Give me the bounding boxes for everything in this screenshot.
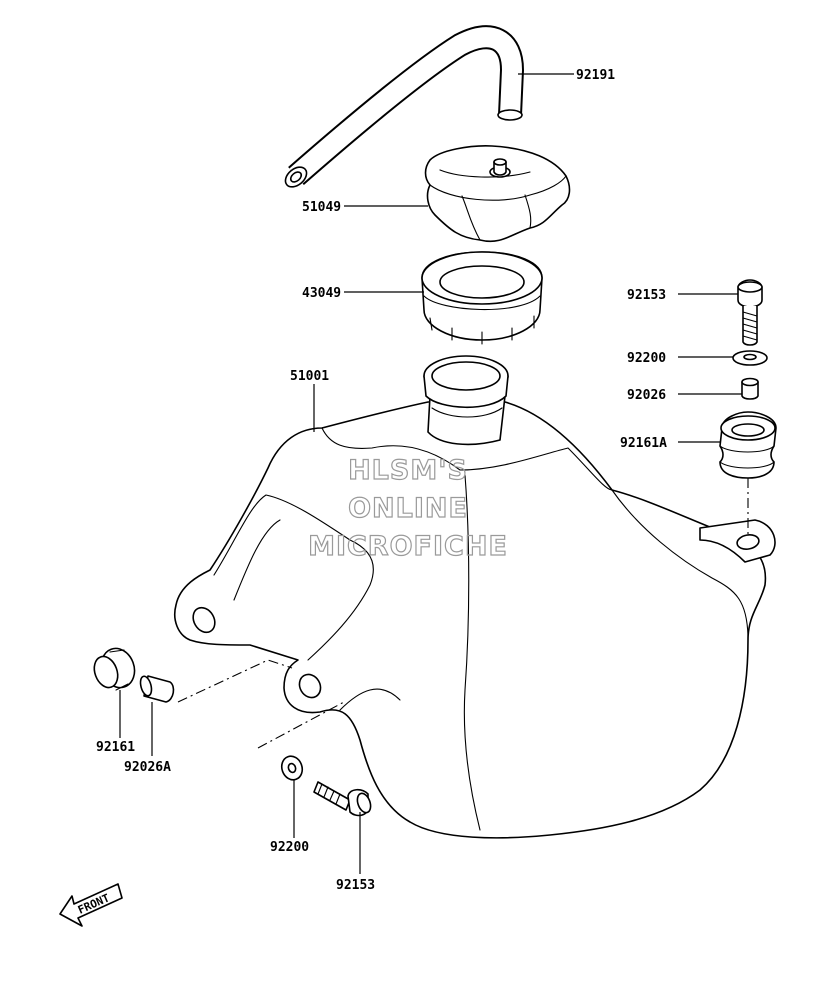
centerline-left-lower (257, 701, 345, 749)
watermark-line-1: HLSM'S (348, 455, 468, 486)
label-breather-hose: 92191 (576, 68, 615, 83)
label-mount-bolt-right: 92153 (627, 288, 666, 303)
label-mount-bolt-left: 92153 (336, 878, 375, 893)
watermark-line-2: ONLINE (348, 493, 468, 524)
rubber-damper-left[interactable] (90, 644, 140, 693)
mount-bolt-left[interactable] (313, 781, 373, 817)
rubber-damper-right[interactable] (719, 411, 777, 479)
breather-hose[interactable] (282, 25, 524, 191)
leader-lines (119, 73, 742, 874)
label-collar-right: 92026 (627, 388, 666, 403)
label-rubber-damper-right: 92161A (620, 436, 667, 451)
label-cap-gasket: 43049 (302, 286, 341, 301)
fuel-cap[interactable] (424, 145, 571, 243)
mount-bolt-right[interactable] (737, 279, 763, 346)
washer-right[interactable] (732, 350, 768, 366)
label-fuel-tank: 51001 (290, 369, 329, 384)
label-fuel-cap: 51049 (302, 200, 341, 215)
label-collar-left: 92026A (124, 760, 171, 775)
collar-left[interactable] (139, 675, 175, 703)
washer-left[interactable] (278, 753, 305, 782)
fuel-tank[interactable] (174, 355, 776, 839)
label-washer-right: 92200 (627, 351, 666, 366)
watermark: HLSM'S ONLINE MICROFICHE (307, 454, 508, 562)
front-arrow: FRONT (59, 883, 123, 927)
cap-gasket[interactable] (421, 251, 543, 345)
label-rubber-damper-left: 92161 (96, 740, 135, 755)
collar-right[interactable] (741, 377, 759, 400)
centerline-left-upper (177, 659, 293, 703)
label-washer-left: 92200 (270, 840, 309, 855)
watermark-line-3: MICROFICHE (308, 531, 508, 562)
